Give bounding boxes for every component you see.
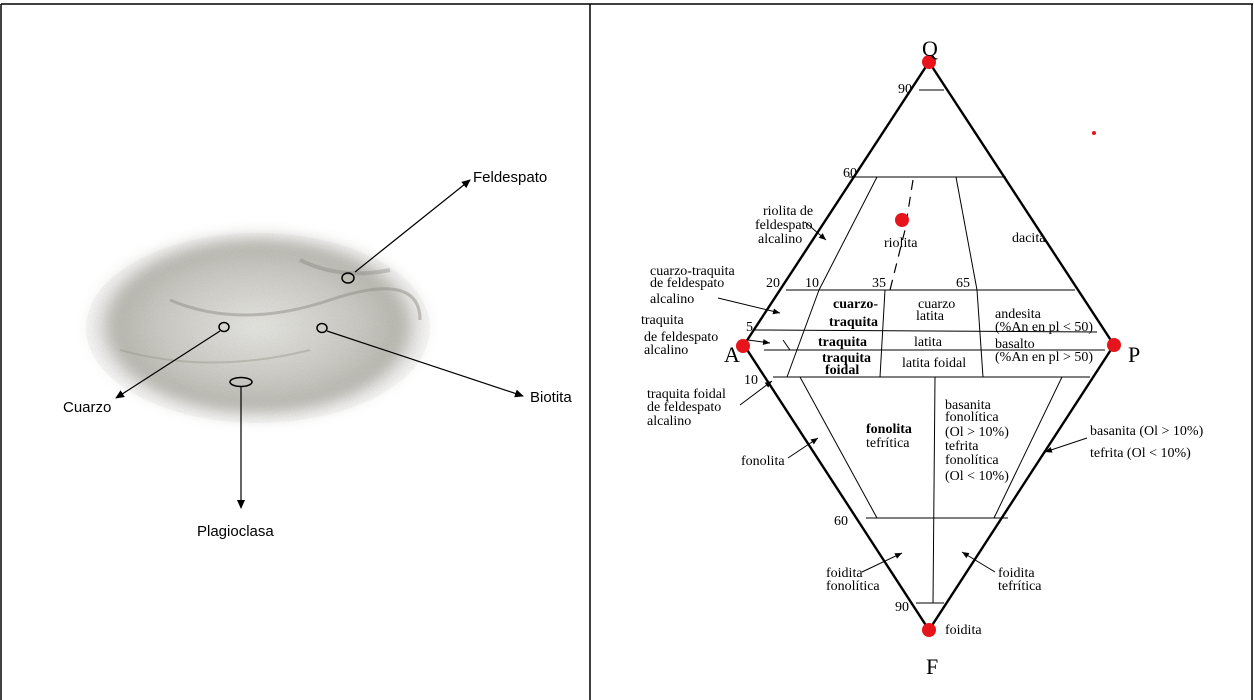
svg-text:(Ol < 10%): (Ol < 10%): [945, 469, 1009, 484]
tick-f10: 10: [744, 373, 758, 388]
svg-text:(%An en pl > 50): (%An en pl > 50): [995, 350, 1093, 365]
field-andesita: andesita (%An en pl < 50): [995, 307, 1093, 335]
svg-text:de feldespato: de feldespato: [650, 276, 724, 291]
field-latita: latita: [914, 335, 943, 350]
svg-text:alcalino: alcalino: [758, 232, 802, 247]
feldespato-label: Feldespato: [473, 169, 547, 186]
svg-text:alcalino: alcalino: [650, 292, 694, 307]
stray-dot: [1092, 131, 1096, 135]
svg-text:tefrítica: tefrítica: [998, 579, 1042, 594]
vertex-f-dot: [922, 623, 936, 637]
svg-text:(%An en pl < 50): (%An en pl < 50): [995, 320, 1093, 335]
svg-text:tefrita (Ol < 10%): tefrita (Ol < 10%): [1090, 446, 1191, 461]
svg-text:alcalino: alcalino: [647, 414, 691, 429]
tick-p65: 65: [956, 276, 970, 291]
field-basanita-tefrita: basanita (Ol > 10%) tefrita (Ol < 10%): [1090, 424, 1204, 461]
field-cuarzo-latita: cuarzo latita: [916, 297, 955, 324]
svg-text:tefrita: tefrita: [945, 439, 979, 454]
feldespato-arrow: [355, 180, 470, 272]
vertex-p-dot: [1107, 338, 1121, 352]
tick-q5: 5: [746, 320, 753, 335]
svg-text:latita: latita: [916, 309, 945, 324]
svg-text:fonolítica: fonolítica: [945, 410, 999, 425]
svg-text:traquita: traquita: [829, 315, 878, 330]
vertex-a-label: A: [724, 342, 740, 367]
field-dacita: dacita: [1012, 231, 1046, 246]
svg-text:fonolítica: fonolítica: [945, 453, 999, 468]
field-fonolita-tefritica: fonolita tefrítica: [866, 422, 912, 451]
field-cuarzo-traquita: cuarzo- traquita: [829, 297, 878, 330]
field-riolita: riolita: [884, 236, 918, 251]
sample-point: [895, 213, 909, 227]
svg-text:fonolítica: fonolítica: [826, 579, 880, 594]
field-cuarzo-traquita-fa: cuarzo-traquita de feldespato alcalino: [650, 264, 736, 307]
svg-text:traquita: traquita: [641, 313, 685, 328]
field-latita-foidal: latita foidal: [902, 356, 966, 371]
tick-q90: 90: [898, 82, 912, 97]
svg-text:feldespato: feldespato: [755, 218, 813, 233]
svg-text:alcalino: alcalino: [644, 343, 688, 358]
field-fonolita: fonolita: [741, 454, 785, 469]
traquita-fa-arrow: [748, 340, 770, 343]
svg-text:foidal: foidal: [825, 363, 859, 378]
tick-f90: 90: [895, 600, 909, 615]
tick-q20: 20: [766, 276, 780, 291]
field-foidita-fonolitica: foidita fonolítica: [826, 566, 880, 594]
tick-p10: 10: [805, 276, 819, 291]
cuarzo-label: Cuarzo: [63, 399, 111, 416]
vertex-q-label: Q: [922, 36, 938, 61]
svg-text:de feldespato: de feldespato: [647, 400, 721, 415]
field-basanita-fonolitica: basanita fonolítica (Ol > 10%) tefrita f…: [945, 398, 1009, 484]
svg-text:basanita (Ol > 10%): basanita (Ol > 10%): [1090, 424, 1204, 439]
field-traquita-fa: traquita de feldespato alcalino: [641, 313, 718, 358]
tick-f60: 60: [834, 514, 848, 529]
svg-text:riolita de: riolita de: [763, 204, 813, 219]
field-riolita-fa: riolita de feldespato alcalino: [755, 204, 813, 247]
svg-text:fonolita: fonolita: [866, 422, 912, 437]
svg-text:(Ol > 10%): (Ol > 10%): [945, 425, 1009, 440]
field-traquita: traquita: [818, 335, 867, 350]
svg-text:cuarzo-: cuarzo-: [833, 297, 878, 312]
svg-text:tefrítica: tefrítica: [866, 436, 910, 451]
field-traquita-foidal-fa: traquita foidal de feldespato alcalino: [647, 387, 726, 429]
tick-p35: 35: [872, 276, 886, 291]
fonolita-arrow: [788, 438, 818, 458]
vertex-f-label: F: [926, 654, 938, 679]
biotita-label: Biotita: [530, 389, 572, 406]
field-basalto: basalto (%An en pl > 50): [995, 337, 1093, 365]
plagioclasa-label: Plagioclasa: [197, 523, 274, 540]
field-foidita: foidita: [945, 623, 982, 638]
field-foidita-tefritica: foidita tefrítica: [998, 566, 1042, 594]
rock-sample-image: [78, 228, 440, 432]
tick-q60: 60: [843, 166, 857, 181]
vertex-p-label: P: [1128, 342, 1140, 367]
field-traquita-foidal: traquita foidal: [822, 351, 871, 378]
